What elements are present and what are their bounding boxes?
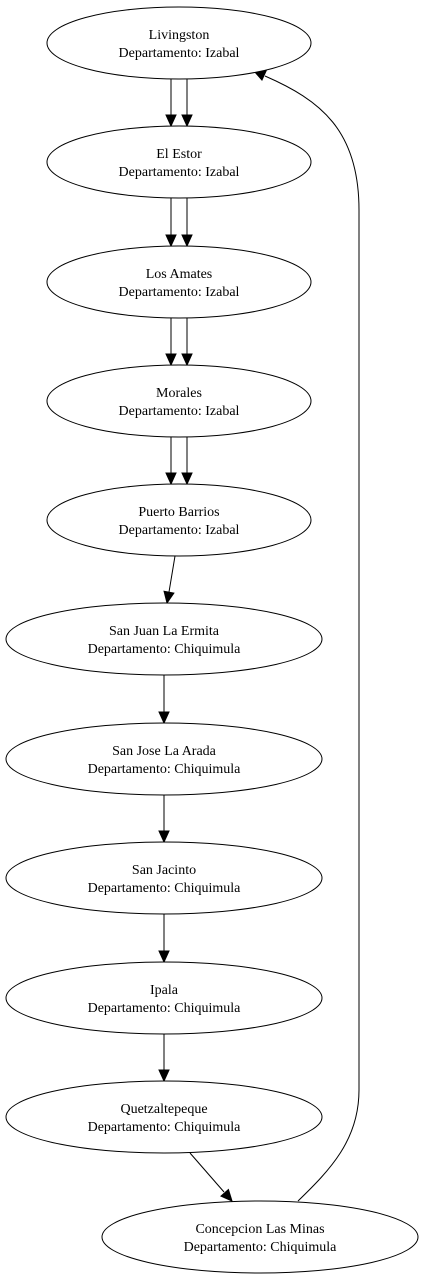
- node-departamento: Departamento: Chiquimula: [88, 642, 242, 657]
- edges-layer: [158, 70, 360, 1202]
- arrowhead: [165, 114, 177, 128]
- edge-line: [168, 555, 176, 593]
- node-shape: [101, 1200, 419, 1274]
- edge-ipala-to-quetzaltepeque: [158, 1034, 170, 1083]
- edge-san-jacinto-to-ipala: [158, 914, 170, 964]
- arrowhead: [163, 590, 175, 605]
- edge-morales-to-puerto-barrios: [165, 437, 177, 486]
- arrowhead: [158, 830, 170, 844]
- edge-livingston-to-el-estor: [181, 79, 193, 128]
- node-shape: [46, 6, 312, 80]
- edge-los-amates-to-morales: [165, 318, 177, 367]
- arrowhead: [220, 1188, 233, 1202]
- edge-los-amates-to-morales: [181, 318, 193, 367]
- node-shape: [46, 125, 312, 199]
- node-title: Livingston: [149, 28, 210, 43]
- edge-line: [189, 1152, 225, 1193]
- node-title: San Jacinto: [132, 863, 196, 878]
- node-departamento: Departamento: Chiquimula: [184, 1240, 338, 1255]
- node-title: Ipala: [150, 983, 179, 998]
- arrowhead: [181, 234, 193, 248]
- node-departamento: Departamento: Izabal: [119, 523, 240, 538]
- node-shape: [46, 364, 312, 438]
- node-departamento: Departamento: Chiquimula: [88, 1120, 242, 1135]
- node-shape: [5, 1080, 323, 1154]
- arrowhead: [181, 472, 193, 486]
- node-departamento: Departamento: Chiquimula: [88, 881, 242, 896]
- arrowhead: [165, 472, 177, 486]
- edge-livingston-to-el-estor: [165, 79, 177, 128]
- arrowhead: [165, 353, 177, 367]
- node-shape: [46, 245, 312, 319]
- arrowhead: [181, 114, 193, 128]
- node-title: Concepcion Las Minas: [195, 1222, 324, 1237]
- node-title: Los Amates: [146, 267, 213, 282]
- edge-quetzaltepeque-to-concepcion-las-minas: [189, 1152, 233, 1202]
- edge-line: [264, 75, 360, 1202]
- node-title: San Jose La Arada: [112, 744, 217, 759]
- arrowhead: [158, 1069, 170, 1083]
- node-shape: [5, 602, 323, 676]
- arrowhead: [181, 353, 193, 367]
- node-title: El Estor: [156, 147, 202, 162]
- node-title: Puerto Barrios: [138, 505, 219, 520]
- arrowhead: [165, 234, 177, 248]
- arrowhead: [158, 950, 170, 964]
- node-departamento: Departamento: Izabal: [119, 165, 240, 180]
- edge-san-jose-la-arada-to-san-jacinto: [158, 795, 170, 844]
- node-departamento: Departamento: Izabal: [119, 404, 240, 419]
- edge-puerto-barrios-to-san-juan-la-ermita: [163, 555, 176, 605]
- node-title: San Juan La Ermita: [109, 624, 220, 639]
- node-shape: [5, 841, 323, 915]
- edge-morales-to-puerto-barrios: [181, 437, 193, 486]
- node-departamento: Departamento: Izabal: [119, 285, 240, 300]
- edge-el-estor-to-los-amates: [165, 198, 177, 248]
- edge-san-juan-la-ermita-to-san-jose-la-arada: [158, 675, 170, 725]
- node-shape: [5, 722, 323, 796]
- arrowhead: [158, 711, 170, 725]
- node-shape: [5, 961, 323, 1035]
- node-title: Quetzaltepeque: [120, 1102, 207, 1117]
- node-title: Morales: [156, 386, 202, 401]
- edge-el-estor-to-los-amates: [181, 198, 193, 248]
- node-departamento: Departamento: Chiquimula: [88, 1001, 242, 1016]
- node-shape: [46, 483, 312, 557]
- node-departamento: Departamento: Izabal: [119, 46, 240, 61]
- node-departamento: Departamento: Chiquimula: [88, 762, 242, 777]
